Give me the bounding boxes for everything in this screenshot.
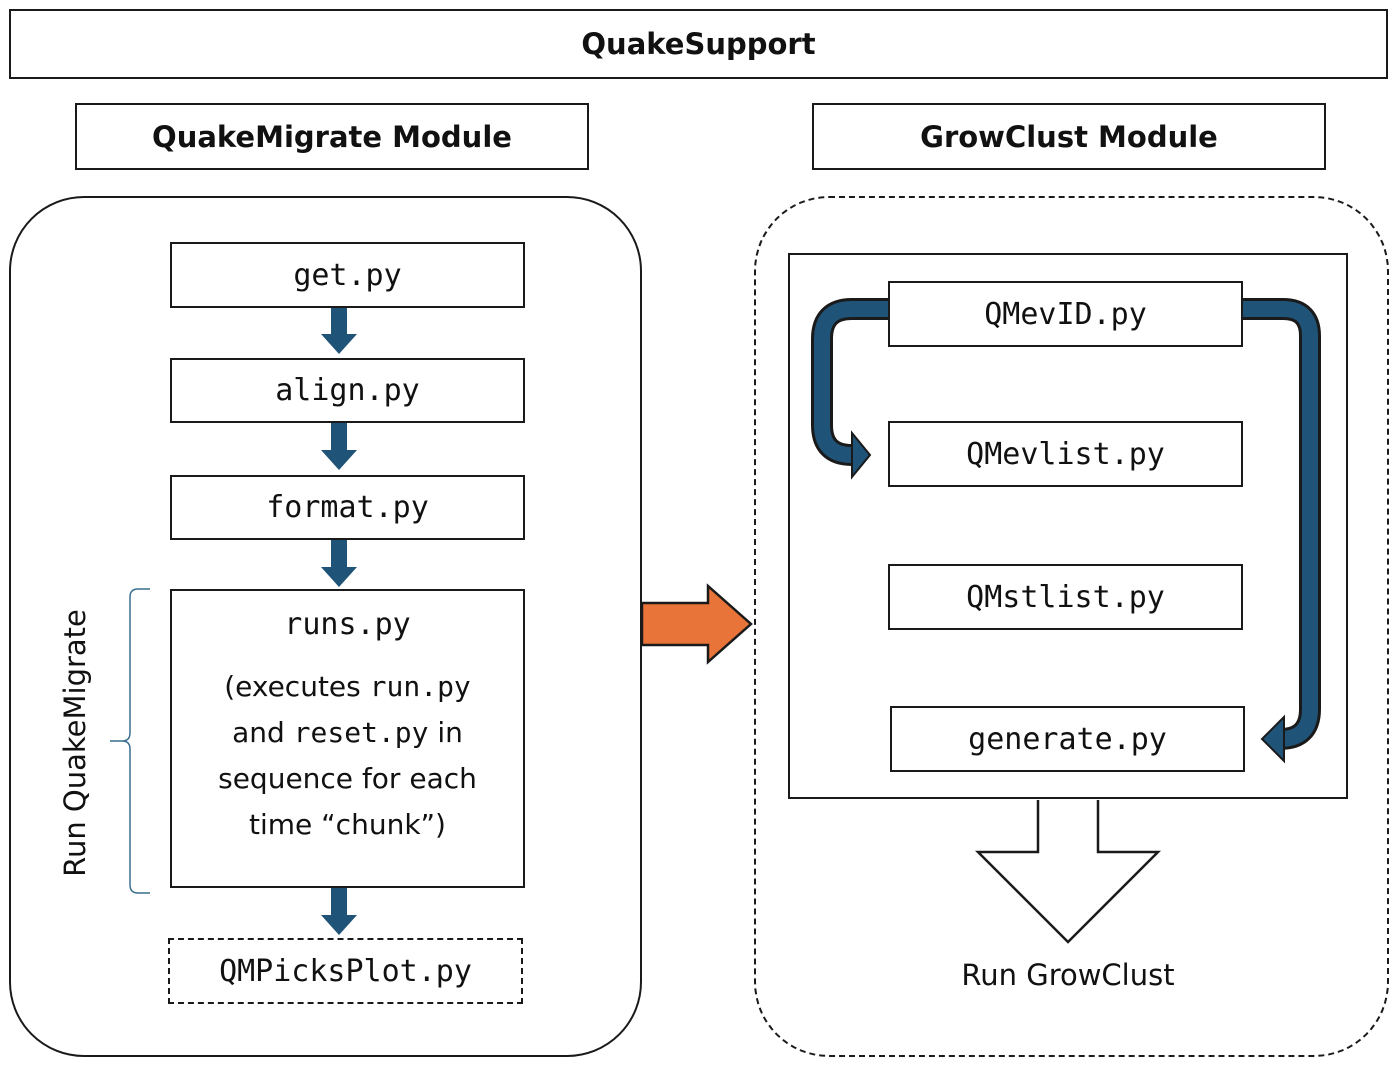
runs-desc-run: run.py <box>369 670 471 703</box>
step-qmevid: QMevID.py <box>888 281 1243 347</box>
run-growclust-label: Run GrowClust <box>961 958 1175 992</box>
step-runs-description: (executes run.py and reset.py in sequenc… <box>172 664 523 848</box>
step-generate: generate.py <box>890 706 1245 772</box>
step-get-label: get.py <box>293 257 402 293</box>
growclust-scripts-frame <box>788 253 1348 799</box>
step-format-label: format.py <box>266 490 429 525</box>
step-qmpicksplot-label: QMPicksPlot.py <box>219 953 472 989</box>
runs-desc-reset: reset.py <box>293 716 429 749</box>
step-align: align.py <box>170 358 525 423</box>
arrow-head-generate <box>1260 714 1285 764</box>
title-text: QuakeSupport <box>581 27 816 61</box>
runs-desc-and: and <box>232 716 294 749</box>
arrow-runs-to-qmpicksplot <box>321 888 357 935</box>
growclust-module-title: GrowClust Module <box>920 119 1218 154</box>
output-arrow <box>974 800 1162 944</box>
arrow-qmevid-to-generate <box>1243 298 1321 750</box>
step-generate-label: generate.py <box>968 721 1167 757</box>
arrow-align-to-format <box>321 423 357 470</box>
step-get: get.py <box>170 242 525 308</box>
quakemigrate-module-title: QuakeMigrate Module <box>152 119 512 154</box>
transfer-arrow <box>640 583 753 665</box>
run-quakemigrate-text: Run QuakeMigrate <box>58 609 92 877</box>
step-qmevlist: QMevlist.py <box>888 421 1243 487</box>
growclust-module-header: GrowClust Module <box>812 103 1326 170</box>
quakemigrate-module-header: QuakeMigrate Module <box>75 103 589 170</box>
runs-desc-in: in <box>428 716 463 749</box>
step-qmpicksplot: QMPicksPlot.py <box>168 938 523 1004</box>
arrow-head-qmevlist <box>851 430 872 480</box>
step-format: format.py <box>170 475 525 540</box>
growclust-module-container <box>754 196 1389 1057</box>
run-quakemigrate-brace <box>110 588 150 894</box>
arrow-qmevid-to-qmevlist <box>811 298 888 466</box>
step-qmstlist: QMstlist.py <box>888 564 1243 630</box>
runs-desc-line4: time “chunk”) <box>249 808 446 841</box>
step-align-label: align.py <box>275 373 420 408</box>
runs-desc-line3: sequence for each <box>218 762 477 795</box>
step-runs-title: runs.py <box>284 607 411 642</box>
step-qmstlist-label: QMstlist.py <box>966 579 1165 615</box>
arrow-format-to-runs <box>321 540 357 587</box>
runs-desc-prefix: (executes <box>224 670 370 703</box>
step-qmevlist-label: QMevlist.py <box>966 436 1165 472</box>
arrow-get-to-align <box>321 308 357 354</box>
step-qmevid-label: QMevID.py <box>984 296 1147 332</box>
title-bar: QuakeSupport <box>9 9 1388 79</box>
step-runs: runs.py (executes run.py and reset.py in… <box>170 589 525 888</box>
